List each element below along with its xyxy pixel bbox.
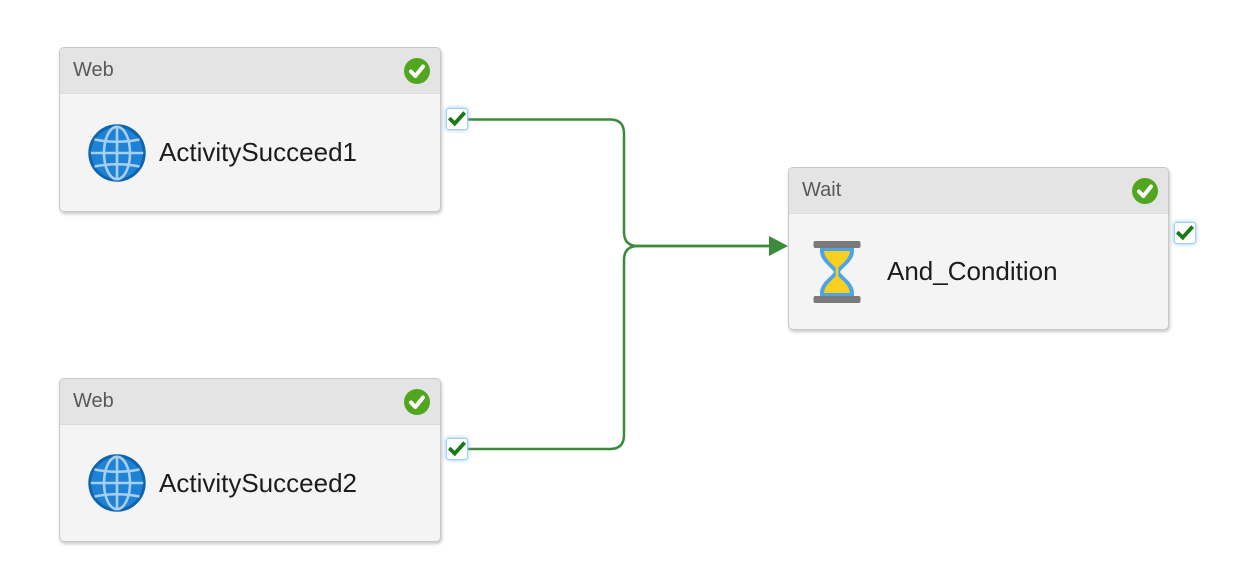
globe-icon: [87, 123, 147, 183]
activity-name: And_Condition: [887, 256, 1058, 286]
node-body: And_Condition: [789, 214, 1168, 329]
activity-type-label: Wait: [802, 179, 842, 201]
node-header: Web: [60, 379, 440, 425]
activity-type-label: Web: [73, 59, 114, 81]
node-body: ActivitySucceed2: [60, 425, 440, 541]
activity-name: ActivitySucceed2: [159, 467, 357, 498]
success-edge-1[interactable]: [468, 118, 770, 248]
node-header: Web: [60, 48, 440, 94]
success-port-activitysucceed1[interactable]: [446, 108, 468, 130]
checkmark-icon: [447, 111, 467, 127]
activity-node-and-condition[interactable]: Wait And_Condition: [788, 167, 1169, 330]
node-body: ActivitySucceed1: [60, 94, 440, 211]
globe-icon: [87, 453, 147, 513]
hourglass-icon: [813, 240, 861, 303]
activity-name: ActivitySucceed1: [159, 137, 357, 167]
activity-node-activitysucceed2[interactable]: Web Activit: [59, 378, 441, 542]
activity-type-label: Web: [73, 390, 114, 412]
checkmark-icon: [447, 441, 467, 457]
success-port-activitysucceed2[interactable]: [446, 438, 468, 460]
status-succeeded-badge: [1132, 177, 1158, 204]
activity-node-activitysucceed1[interactable]: Web Activit: [59, 47, 441, 212]
success-port-and-condition[interactable]: [1174, 222, 1196, 244]
checkmark-icon: [1175, 225, 1195, 241]
checkmark-icon: [409, 64, 425, 78]
status-succeeded-badge: [404, 388, 430, 415]
node-header: Wait: [789, 168, 1168, 214]
edge-arrowhead-icon: [769, 236, 788, 256]
success-edge-2[interactable]: [468, 244, 770, 451]
status-succeeded-badge: [404, 57, 430, 84]
checkmark-icon: [409, 395, 425, 409]
checkmark-icon: [1137, 184, 1153, 198]
